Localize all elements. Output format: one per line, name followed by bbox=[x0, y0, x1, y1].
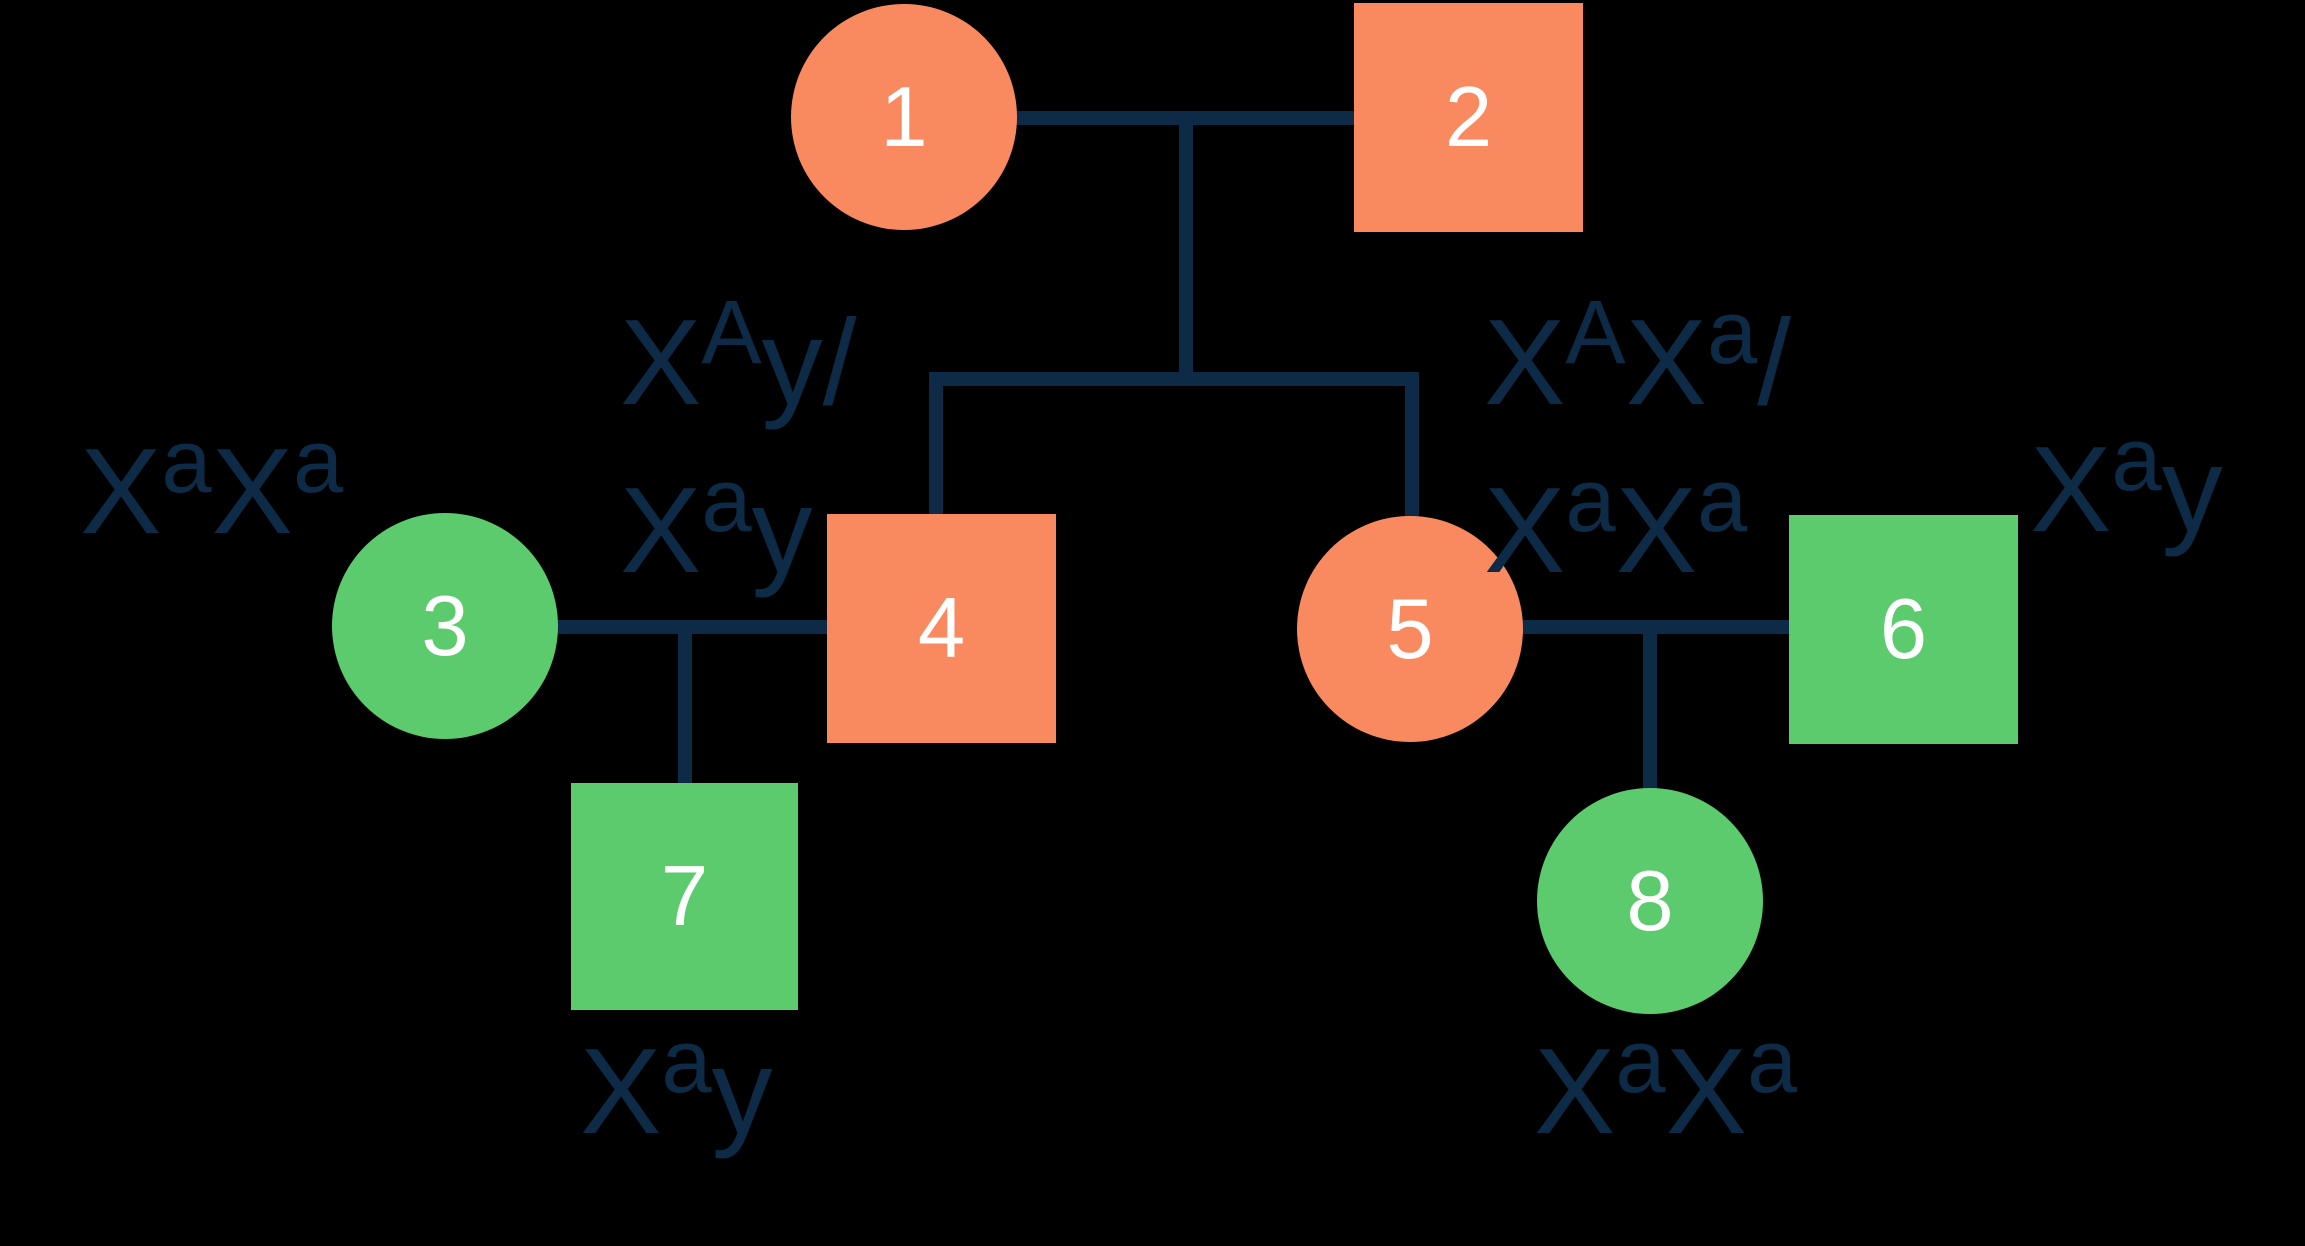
individual-7-number: 7 bbox=[660, 849, 709, 944]
couple-line-3-4 bbox=[445, 620, 943, 634]
individual-2-square: 2 bbox=[1354, 3, 1583, 232]
individual-3-number: 3 bbox=[421, 578, 469, 674]
individual-3-circle: 3 bbox=[332, 513, 558, 739]
individual-6-number: 6 bbox=[1879, 582, 1928, 677]
sibling-drop-to-5 bbox=[1405, 372, 1419, 524]
individual-4-number: 4 bbox=[917, 581, 966, 676]
couple-line-5-6 bbox=[1410, 620, 1905, 634]
individual-1-circle: 1 bbox=[791, 4, 1017, 230]
individual-1-number: 1 bbox=[880, 69, 928, 165]
genotype-label-individual-7: Xay bbox=[580, 1011, 773, 1159]
genotype-label-individual-4: XAy/Xay bbox=[620, 282, 857, 598]
individual-5-number: 5 bbox=[1386, 581, 1434, 677]
child-drop-to-8 bbox=[1643, 620, 1657, 798]
genotype-label-individual-6: Xay bbox=[2030, 409, 2223, 557]
child-drop-to-7 bbox=[678, 620, 692, 790]
genotype-label-individual-3: XaXa bbox=[80, 411, 344, 559]
genotype-label-individual-5: XAXa/XaXa bbox=[1484, 282, 1792, 598]
individual-8-circle: 8 bbox=[1537, 788, 1763, 1014]
individual-4-square: 4 bbox=[827, 514, 1056, 743]
individual-8-number: 8 bbox=[1626, 853, 1674, 949]
individual-7-square: 7 bbox=[571, 783, 798, 1010]
individual-6-square: 6 bbox=[1789, 515, 2018, 744]
sibling-bar bbox=[929, 372, 1419, 386]
genotype-label-individual-8: XaXa bbox=[1534, 1011, 1798, 1159]
sibling-drop-to-4 bbox=[929, 372, 943, 521]
individual-5-circle: 5 bbox=[1297, 516, 1523, 742]
individual-2-number: 2 bbox=[1444, 70, 1493, 165]
couple-1-2-descent-line bbox=[1179, 111, 1193, 386]
